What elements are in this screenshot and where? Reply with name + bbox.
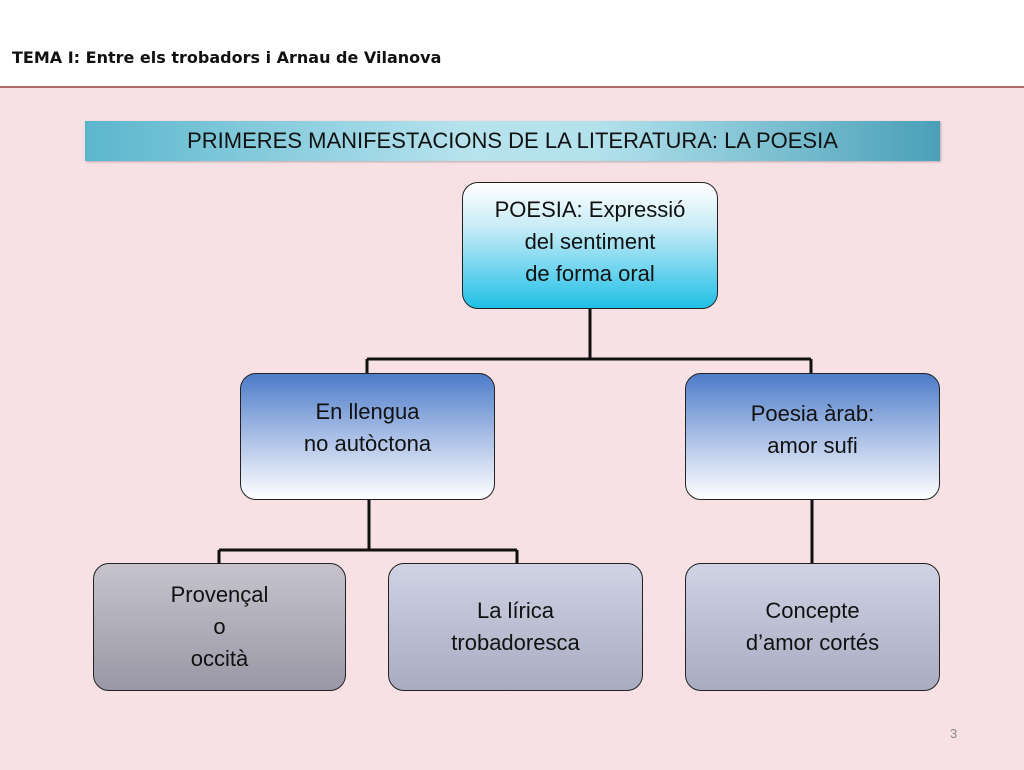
slide-title: TEMA I: Entre els trobadors i Arnau de V… bbox=[12, 48, 442, 67]
section-banner: PRIMERES MANIFESTACIONS DE LA LITERATURA… bbox=[85, 121, 940, 161]
node-llengua-no-autoctona: En llengua no autòctona bbox=[240, 373, 495, 500]
node-amor-cortes: Concepte d’amor cortés bbox=[685, 563, 940, 691]
node-lirica-trobadoresca: La lírica trobadoresca bbox=[388, 563, 643, 691]
node-poesia-arab: Poesia àrab: amor sufi bbox=[685, 373, 940, 500]
page-number: 3 bbox=[950, 726, 958, 741]
node-provencal-occita: Provençal o occità bbox=[93, 563, 346, 691]
node-poesia-root: POESIA: Expressió del sentiment de forma… bbox=[462, 182, 718, 309]
